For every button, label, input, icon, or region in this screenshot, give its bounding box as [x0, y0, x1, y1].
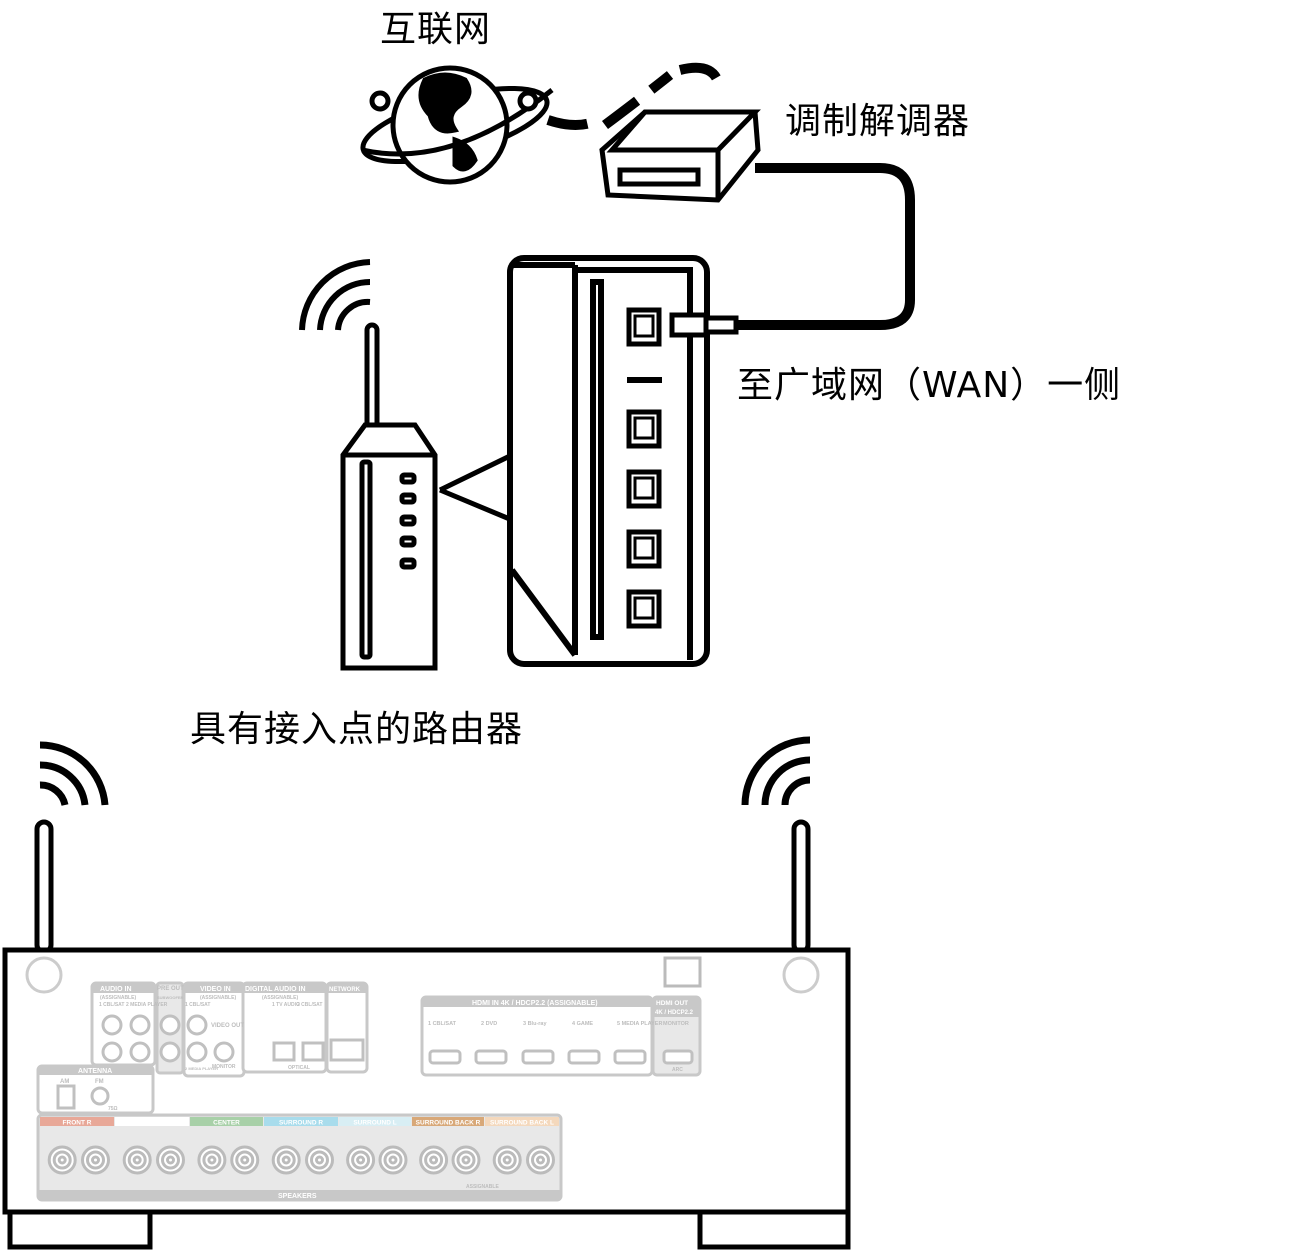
- speaker-label: SURROUND BACK L: [490, 1120, 554, 1127]
- network-label: NETWORK: [329, 987, 361, 993]
- audio-input-2: 2 MEDIA PLAYER: [126, 1002, 168, 1008]
- audio-in-label: AUDIO IN: [100, 986, 132, 993]
- speaker-terminal: [91, 1155, 100, 1165]
- speaker-terminal: [166, 1155, 175, 1165]
- hdmi-input-4: 4 GAME: [572, 1021, 593, 1027]
- assignable-speakers-label: ASSIGNABLE: [466, 1184, 499, 1190]
- antenna-label: ANTENNA: [78, 1068, 112, 1075]
- pre-out-label: PRE OUT: [157, 986, 184, 992]
- hdmi-input-5: 5 MEDIA PLAYER: [617, 1021, 662, 1027]
- internet-globe-icon: [360, 65, 554, 185]
- video-monitor-label: MONITOR: [212, 1064, 236, 1070]
- video-input-2: 2 MEDIA PLAYER: [185, 1066, 218, 1071]
- speaker-header-1: [115, 1117, 189, 1126]
- speaker-label: CENTER: [213, 1120, 240, 1127]
- speaker-terminal: [315, 1155, 324, 1165]
- speakers-title: SPEAKERS: [278, 1193, 317, 1200]
- speaker-terminal: [57, 1155, 67, 1165]
- fm-label: FM: [95, 1079, 104, 1085]
- receiver-wifi-icon-left: [39, 741, 109, 806]
- speaker-header-4: [339, 1117, 411, 1126]
- audio-input-1: 1 CBL/SAT: [99, 1002, 124, 1008]
- video-assignable-label: (ASSIGNABLE): [200, 995, 236, 1001]
- optical-label: OPTICAL: [288, 1065, 310, 1071]
- speaker-terminal: [281, 1155, 291, 1165]
- internet-label: 互联网: [380, 9, 492, 50]
- speaker-terminal: [502, 1155, 512, 1165]
- speaker-terminal: [461, 1155, 471, 1165]
- hdmi-out-label: HDMI OUT: [656, 1000, 688, 1007]
- digital-input-1: 1 TV AUDIO: [272, 1002, 300, 1008]
- digital-assignable-label: (ASSIGNABLE): [262, 995, 298, 1001]
- speaker-header-2: [190, 1117, 263, 1126]
- hdmi-input-2: 2 DVD: [481, 1021, 497, 1027]
- fm-ohm-label: 75Ω: [108, 1106, 118, 1112]
- hdmi-out-sub-label: 4K / HDCP2.2: [655, 1010, 694, 1016]
- router-wifi-icon: [299, 259, 371, 331]
- speaker-terminal: [207, 1155, 217, 1165]
- receiver-antenna-left: [34, 819, 54, 955]
- speaker-header-6: [485, 1117, 559, 1126]
- audio-assignable-label: (ASSIGNABLE): [100, 995, 136, 1001]
- receiver-antenna-right: [791, 819, 811, 955]
- wan-side-label: 至广域网（WAN）一侧: [737, 365, 1122, 406]
- subwoofer-label: SUBWOOFER: [157, 995, 184, 1000]
- speaker-header-0: [40, 1117, 114, 1126]
- arc-label: ARC: [672, 1067, 683, 1073]
- digital-input-2: 2 CBL/SAT: [297, 1002, 322, 1008]
- speaker-terminal: [356, 1155, 366, 1165]
- router-icon: [340, 322, 514, 671]
- speaker-label: FRONT L: [138, 1120, 166, 1127]
- router-label: 具有接入点的路由器: [190, 709, 524, 750]
- speaker-terminal: [132, 1155, 142, 1165]
- speaker-header-3: [264, 1117, 338, 1126]
- speaker-label: SURROUND BACK R: [416, 1120, 481, 1127]
- speaker-terminals: [47, 1145, 555, 1175]
- receiver-wifi-icon-right: [741, 736, 811, 806]
- modem-icon: [599, 109, 761, 203]
- hdmi-monitor-label: MONITOR: [663, 1021, 689, 1027]
- internet-connection-line: [546, 62, 725, 130]
- wan-cable: [735, 163, 915, 330]
- rca-jacks: [56, 1014, 694, 1110]
- video-input-1: 1 CBL/SAT: [185, 1002, 210, 1008]
- digital-audio-in-label: DIGITAL AUDIO IN: [245, 986, 306, 993]
- speaker-terminal: [429, 1155, 439, 1165]
- speaker-label: FRONT R: [63, 1120, 92, 1127]
- speaker-terminal: [240, 1155, 250, 1165]
- hdmi-input-3: 3 Blu-ray: [523, 1021, 547, 1027]
- modem-label: 调制解调器: [785, 101, 971, 142]
- speaker-label: SURROUND L: [353, 1120, 396, 1127]
- speaker-header-5: [412, 1117, 484, 1126]
- router-ports-panel: [507, 255, 739, 667]
- speaker-terminal: [536, 1155, 545, 1165]
- hdmi-input-1: 1 CBL/SAT: [428, 1021, 457, 1027]
- speaker-label: SURROUND R: [279, 1120, 323, 1127]
- hdmi-in-label: HDMI IN 4K / HDCP2.2 (ASSIGNABLE): [472, 1000, 598, 1007]
- speaker-terminal: [388, 1155, 398, 1165]
- am-label: AM: [60, 1079, 69, 1085]
- video-out-label: VIDEO OUT: [211, 1023, 244, 1029]
- video-in-label: VIDEO IN: [200, 986, 231, 993]
